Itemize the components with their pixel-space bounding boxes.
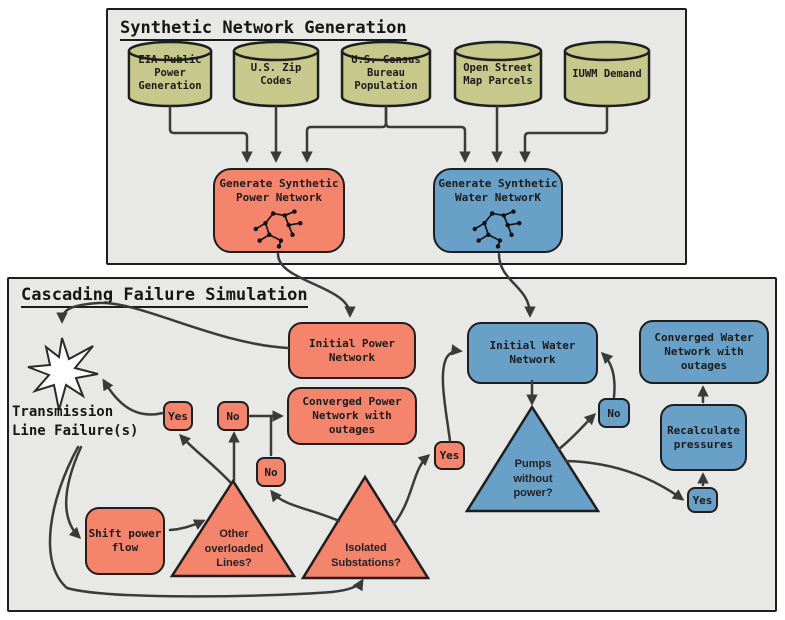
network-icon — [472, 209, 522, 249]
synthetic-panel-title: Synthetic Network Generation — [120, 18, 407, 41]
pumps-without-power-label: Pumps without power? — [513, 458, 553, 499]
initial-water-label: Initial Water Network — [489, 339, 576, 366]
pumps-no-chip: No — [598, 398, 630, 428]
datastore-iuwm-demand: IUWM Demand — [563, 40, 651, 110]
shift-power-flow-box: Shift power flow — [85, 507, 165, 575]
recalculate-label: Recalculate pressures — [667, 423, 740, 451]
isolated-substations-label: Isolated Substations? — [331, 542, 401, 569]
no-label: No — [226, 409, 240, 423]
datastore-label: U.S. Zip Codes — [250, 62, 302, 87]
generate-power-network-box: Generate Synthetic Power Network — [213, 168, 345, 253]
cascading-panel-title: Cascading Failure Simulation — [21, 285, 308, 308]
datastore-label: U.S. Census Bureau Population — [351, 54, 421, 92]
cylinder-shape — [453, 40, 543, 108]
cylinder-shape — [340, 40, 432, 108]
isolated-yes-chip: Yes — [434, 441, 465, 470]
converged-water-network-box: Converged Water Network with outages — [639, 320, 769, 384]
converged-power-network-box: Converged Power Network with outages — [287, 387, 417, 445]
initial-power-label: Initial Power Network — [308, 336, 396, 364]
cylinder-shape — [563, 40, 651, 108]
shift-power-label: Shift power flow — [88, 527, 162, 554]
yes-label: Yes — [168, 409, 188, 423]
isolated-no-chip: No — [256, 457, 286, 487]
datastore-label: Open Street Map Parcels — [463, 62, 533, 87]
overloaded-no-chip: No — [217, 401, 249, 431]
datastore-label: EIA Public Power Generation — [138, 54, 202, 92]
yes-label: Yes — [692, 493, 713, 507]
transmission-failure-label: Transmission Line Failure(s) — [12, 404, 139, 439]
generate-power-label: Generate Synthetic Power Network — [219, 177, 339, 204]
no-label: No — [607, 406, 621, 420]
yes-label: Yes — [439, 449, 460, 462]
converged-power-label: Converged Power Network with outages — [302, 395, 402, 436]
datastore-eia-public-power: EIA Public Power Generation — [127, 40, 213, 110]
overloaded-lines-label: Other overloaded Lines? — [204, 528, 264, 569]
generate-water-label: Generate Synthetic Water NetworK — [438, 177, 558, 204]
datastore-us-zip-codes: U.S. Zip Codes — [232, 40, 320, 110]
no-label: No — [264, 465, 278, 479]
recalculate-pressures-box: Recalculate pressures — [660, 404, 747, 471]
datastore-osm-parcels: Open Street Map Parcels — [453, 40, 543, 110]
converged-water-label: Converged Water Network with outages — [654, 331, 754, 372]
datastore-census-population: U.S. Census Bureau Population — [340, 40, 432, 110]
pumps-yes-chip: Yes — [687, 487, 718, 513]
cylinder-shape — [232, 40, 320, 108]
initial-water-network-box: Initial Water Network — [467, 322, 598, 384]
generate-water-network-box: Generate Synthetic Water NetworK — [433, 168, 563, 253]
initial-power-network-box: Initial Power Network — [288, 322, 416, 379]
datastore-label: IUWM Demand — [572, 68, 642, 80]
overloaded-yes-chip: Yes — [163, 401, 193, 431]
network-icon — [253, 209, 303, 249]
